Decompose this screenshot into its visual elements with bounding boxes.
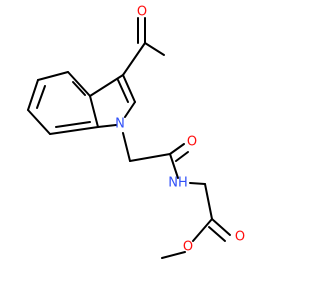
bond-ch2-camide xyxy=(129,153,171,162)
bond-acetyl-c3 xyxy=(122,42,146,76)
atom-o-ester: O xyxy=(183,240,193,255)
bond-nh-ch2 xyxy=(189,182,206,185)
bond-acetyl-ch3 xyxy=(144,42,165,56)
atom-labels: O N O NH O O xyxy=(115,5,245,255)
bond-c5-c6-a xyxy=(27,79,39,111)
bond-camide-o-a xyxy=(169,143,185,155)
bond-c3a-c3 xyxy=(89,74,124,97)
bonds xyxy=(27,17,231,259)
atom-o-ketone: O xyxy=(137,5,147,20)
bond-c4-c5 xyxy=(37,71,69,81)
bond-n1-ch2 xyxy=(122,132,131,162)
bond-c7-c7a-b xyxy=(55,121,91,128)
molecule-structure-diagram: O N O NH O O xyxy=(27,5,245,259)
atom-o-amide: O xyxy=(187,135,197,150)
bond-ch2-cester xyxy=(204,183,213,220)
bond-c5-c6-b xyxy=(36,85,46,109)
bond-c6-c7 xyxy=(27,109,51,135)
bond-c2-n1 xyxy=(124,101,136,118)
bond-oester-ch3 xyxy=(161,251,186,259)
bond-cester-oester xyxy=(192,218,213,242)
bond-c3a-c4 xyxy=(67,71,91,97)
bond-c3-c2-a xyxy=(122,74,136,103)
bond-c3-c2-b xyxy=(117,79,129,103)
bond-c7a-c3a xyxy=(89,95,99,128)
atom-o-ester-carbonyl: O xyxy=(235,230,245,245)
bond-c7-c7a-a xyxy=(49,126,99,135)
bond-cester-o-b xyxy=(208,226,226,242)
bond-camide-o-b xyxy=(175,151,189,162)
atom-n-indole: N xyxy=(115,117,125,132)
bond-camide-nh xyxy=(169,153,179,179)
bond-c4-c4-inner xyxy=(72,81,86,96)
bond-cester-o-a xyxy=(211,218,231,236)
bond-n1-c7a xyxy=(97,124,117,128)
atom-nh-amide: NH xyxy=(168,176,188,191)
